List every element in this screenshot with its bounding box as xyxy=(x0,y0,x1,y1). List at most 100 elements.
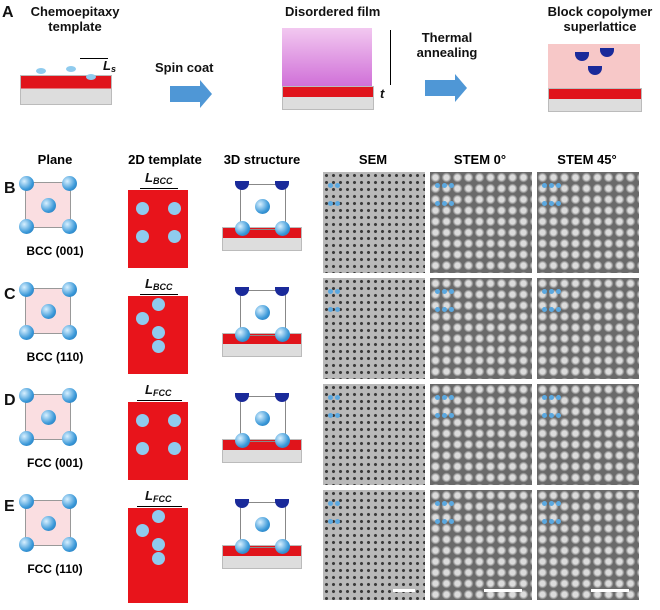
3d-lattice xyxy=(235,287,290,342)
spin-coat-label: Spin coat xyxy=(155,60,214,75)
ls-sub: s xyxy=(110,64,116,74)
template-dot xyxy=(136,202,149,215)
arrow-icon xyxy=(425,74,467,102)
t-arrow xyxy=(390,30,391,85)
plane-label: FCC (110) xyxy=(27,562,83,576)
panel-letter: E xyxy=(4,498,15,515)
sem-image xyxy=(323,278,425,379)
template-dot xyxy=(152,340,165,353)
3d-substrate xyxy=(222,439,302,463)
scale-bar xyxy=(591,589,629,592)
panel-letter: D xyxy=(4,392,16,409)
ls-label: Ls xyxy=(103,58,116,74)
template-dot xyxy=(136,312,149,325)
domain-icon xyxy=(588,66,602,75)
spacing-label: LFCC xyxy=(145,382,171,398)
sphere-icon xyxy=(235,539,250,554)
anneal-label: Thermal annealing xyxy=(416,30,478,60)
sphere-icon xyxy=(275,539,290,554)
template-dot xyxy=(152,326,165,339)
template-dot xyxy=(168,442,181,455)
plane-label: BCC (001) xyxy=(26,244,84,258)
domain-icon xyxy=(275,393,289,402)
sphere-icon xyxy=(19,325,34,340)
result-label: Block copolymer superlattice xyxy=(547,4,653,34)
scale-bar xyxy=(484,589,522,592)
template-dot xyxy=(136,524,149,537)
spacing-label: LFCC xyxy=(145,488,171,504)
ls-arrow xyxy=(80,58,108,59)
header-2d-template: 2D template xyxy=(128,152,202,167)
sphere-icon xyxy=(62,325,77,340)
sphere-icon xyxy=(19,176,34,191)
sphere-icon xyxy=(255,199,270,214)
lattice-inset-icon xyxy=(541,282,565,318)
stem-0-image xyxy=(430,490,532,600)
lattice-inset-icon xyxy=(541,176,565,212)
template-label: Chemoepitaxy template xyxy=(30,4,120,34)
domain-icon xyxy=(275,181,289,190)
template-dot xyxy=(152,538,165,551)
scale-bar xyxy=(393,589,415,592)
domain-icon xyxy=(235,181,249,190)
sphere-icon xyxy=(275,433,290,448)
spacing-main: L xyxy=(145,488,153,503)
panel-letter: C xyxy=(4,286,16,303)
template-dot xyxy=(66,66,76,72)
spacing-label: LBCC xyxy=(145,170,172,186)
sphere-icon xyxy=(235,327,250,342)
domain-icon xyxy=(575,52,589,61)
template-dot xyxy=(136,230,149,243)
template-2d xyxy=(128,402,188,480)
panel-letter: B xyxy=(4,180,16,197)
sphere-icon xyxy=(19,282,34,297)
header-stem-0: STEM 0° xyxy=(453,152,507,167)
stem-0-image xyxy=(430,278,532,379)
sphere-icon xyxy=(275,221,290,236)
lattice-inset-icon xyxy=(327,388,341,424)
sphere-icon xyxy=(235,433,250,448)
film-layer xyxy=(282,28,372,86)
sem-image xyxy=(323,172,425,273)
sphere-icon xyxy=(62,537,77,552)
stem-0-image xyxy=(430,172,532,273)
spacing-arrow xyxy=(137,506,182,507)
spacing-sub: FCC xyxy=(152,494,172,504)
header-3d-structure: 3D structure xyxy=(223,152,301,167)
t-label: t xyxy=(380,86,385,101)
3d-substrate xyxy=(222,545,302,569)
spacing-sub: FCC xyxy=(152,388,172,398)
lattice-inset-icon xyxy=(541,494,565,530)
sphere-icon xyxy=(62,431,77,446)
panel-letter-a: A xyxy=(2,4,14,21)
template-dot xyxy=(168,202,181,215)
template-2d xyxy=(128,190,188,268)
sphere-icon xyxy=(19,431,34,446)
3d-lattice xyxy=(235,181,290,236)
domain-icon xyxy=(600,48,614,57)
spacing-main: L xyxy=(145,382,153,397)
template-dot xyxy=(36,68,46,74)
3d-substrate xyxy=(222,333,302,357)
stem-45-image xyxy=(537,172,639,273)
domain-icon xyxy=(275,287,289,296)
stem-45-image xyxy=(537,490,639,600)
film-substrate xyxy=(282,86,374,110)
sphere-icon xyxy=(275,327,290,342)
template-dot xyxy=(152,510,165,523)
sphere-icon xyxy=(19,388,34,403)
sphere-icon xyxy=(41,516,56,531)
template-2d xyxy=(128,296,188,374)
sphere-icon xyxy=(41,304,56,319)
header-sem: SEM xyxy=(358,152,388,167)
template-dot xyxy=(136,414,149,427)
film-label: Disordered film xyxy=(285,4,381,19)
header-plane: Plane xyxy=(37,152,73,167)
spacing-arrow xyxy=(140,294,178,295)
template-substrate xyxy=(20,75,112,105)
spacing-sub: BCC xyxy=(152,176,173,186)
domain-icon xyxy=(235,393,249,402)
sphere-icon xyxy=(62,219,77,234)
template-dot xyxy=(152,298,165,311)
sphere-icon xyxy=(62,388,77,403)
